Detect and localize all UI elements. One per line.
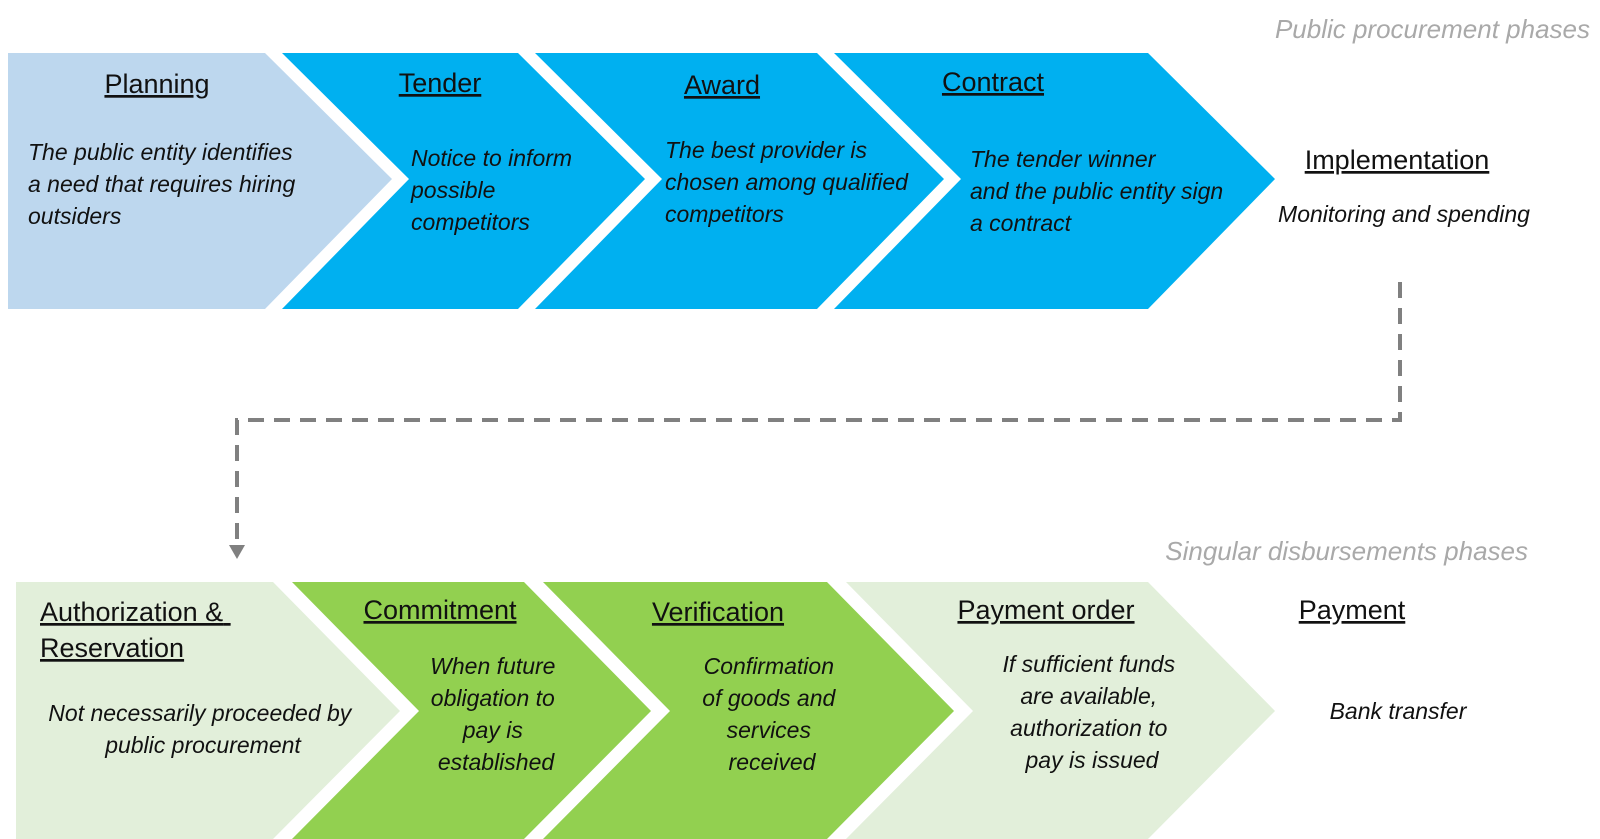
commitment-chevron (292, 582, 651, 839)
planning-chevron (8, 53, 392, 309)
verification-chevron (543, 582, 954, 839)
award-title: Award (684, 70, 760, 100)
verification-desc-line-4: received (729, 749, 817, 775)
disbursement-row: Authorization & Reservation Not necessar… (16, 582, 1468, 839)
contract-desc-line-2: and the public entity sign (970, 178, 1223, 204)
planning-title: Planning (104, 69, 209, 99)
contract-title: Contract (942, 67, 1045, 97)
tender-desc-line-1: Notice to inform (411, 145, 572, 171)
award-desc-line-2: chosen among qualified (665, 169, 909, 195)
authorization-title-line-2: Reservation (40, 633, 184, 663)
authorization-title: Authorization & Reservation (40, 597, 231, 663)
tender-title: Tender (399, 68, 482, 98)
payment-desc: Bank transfer (1330, 698, 1468, 724)
procurement-row: Planning The public entity identifies a … (8, 53, 1530, 309)
tender-desc-line-3: competitors (411, 209, 530, 235)
connector-arrowhead (229, 545, 245, 559)
payment-title: Payment (1299, 595, 1406, 625)
verification-desc: Confirmation of goods and services recei… (702, 653, 841, 775)
procurement-section-label: Public procurement phases (1275, 14, 1590, 44)
connector-dashed-line (235, 282, 1402, 546)
verification-desc-line-3: services (727, 717, 812, 743)
planning-desc-line-2: a need that requires hiring (28, 171, 295, 197)
commitment-title: Commitment (363, 595, 517, 625)
disbursement-section-label: Singular disbursements phases (1165, 536, 1528, 566)
payment-order-chevron (846, 582, 1275, 839)
authorization-chevron (16, 582, 400, 839)
award-desc: The best provider is chosen among qualif… (665, 137, 914, 227)
authorization-desc-line-2: public procurement (104, 732, 302, 758)
contract-desc-line-1: The tender winner (970, 146, 1157, 172)
implementation-desc: Monitoring and spending (1278, 201, 1530, 227)
payment-order-desc: If sufficient funds are available, autho… (1003, 651, 1182, 773)
authorization-desc-line-1: Not necessarily proceeded by (48, 700, 352, 726)
commitment-desc-line-4: established (438, 749, 556, 775)
award-desc-line-1: The best provider is (665, 137, 867, 163)
tender-chevron (282, 53, 645, 309)
payment-order-title: Payment order (957, 595, 1134, 625)
payment-order-desc-line-1: If sufficient funds (1003, 651, 1176, 677)
payment-order-desc-line-4: pay is issued (1025, 747, 1160, 773)
contract-chevron (834, 53, 1275, 309)
verification-title: Verification (652, 597, 784, 627)
commitment-desc: When future obligation to pay is establi… (430, 653, 562, 775)
planning-desc-line-1: The public entity identifies (28, 139, 293, 165)
planning-desc: The public entity identifies a need that… (28, 139, 302, 229)
tender-desc: Notice to inform possible competitors (410, 145, 578, 235)
planning-desc-line-3: outsiders (28, 203, 122, 229)
commitment-desc-line-2: obligation to (431, 685, 555, 711)
commitment-desc-line-1: When future (430, 653, 555, 679)
tender-desc-line-2: possible (410, 177, 495, 203)
award-chevron (535, 53, 944, 309)
payment-order-desc-line-3: authorization to (1010, 715, 1167, 741)
payment-order-desc-line-2: are available, (1020, 683, 1157, 709)
commitment-desc-line-3: pay is (462, 717, 524, 743)
implementation-title: Implementation (1305, 145, 1490, 175)
contract-desc: The tender winner and the public entity … (970, 146, 1230, 236)
authorization-desc: Not necessarily proceeded by public proc… (48, 700, 357, 758)
contract-desc-line-3: a contract (970, 210, 1073, 236)
award-desc-line-3: competitors (665, 201, 784, 227)
verification-desc-line-2: of goods and (702, 685, 836, 711)
verification-desc-line-1: Confirmation (704, 653, 834, 679)
authorization-title-line-1: Authorization & (40, 597, 223, 627)
